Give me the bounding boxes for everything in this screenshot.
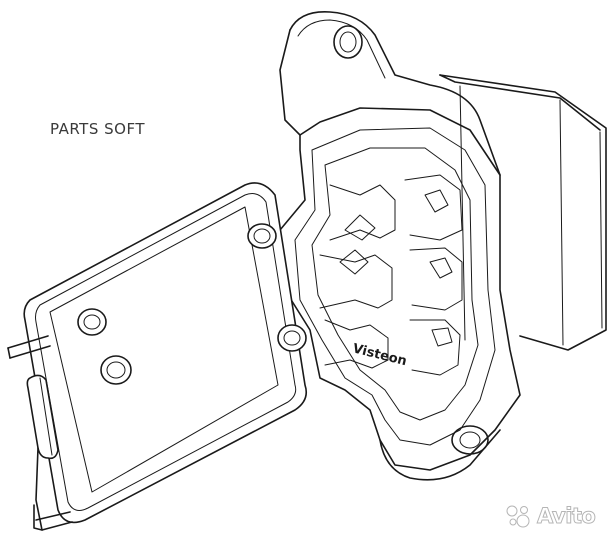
avito-dots-icon — [506, 505, 530, 528]
board-bolt-top-left — [77, 308, 107, 336]
parts-soft-label: PARTS SOFT — [50, 120, 145, 138]
housing-block — [439, 74, 607, 351]
board-bolt-top-right — [247, 223, 277, 249]
board-bolt-center — [100, 355, 132, 385]
connector-frame — [279, 107, 521, 471]
mounting-ear-top — [279, 11, 501, 176]
avito-watermark-text: Avito — [536, 504, 596, 529]
mounting-ear-bottom — [379, 425, 501, 481]
board-bolt-mid-right — [277, 324, 307, 352]
resistor-board — [23, 182, 308, 524]
thermal-fuse — [7, 335, 73, 531]
avito-watermark: Avito — [505, 500, 611, 532]
embossed-brand-text: Visteon — [351, 341, 408, 369]
